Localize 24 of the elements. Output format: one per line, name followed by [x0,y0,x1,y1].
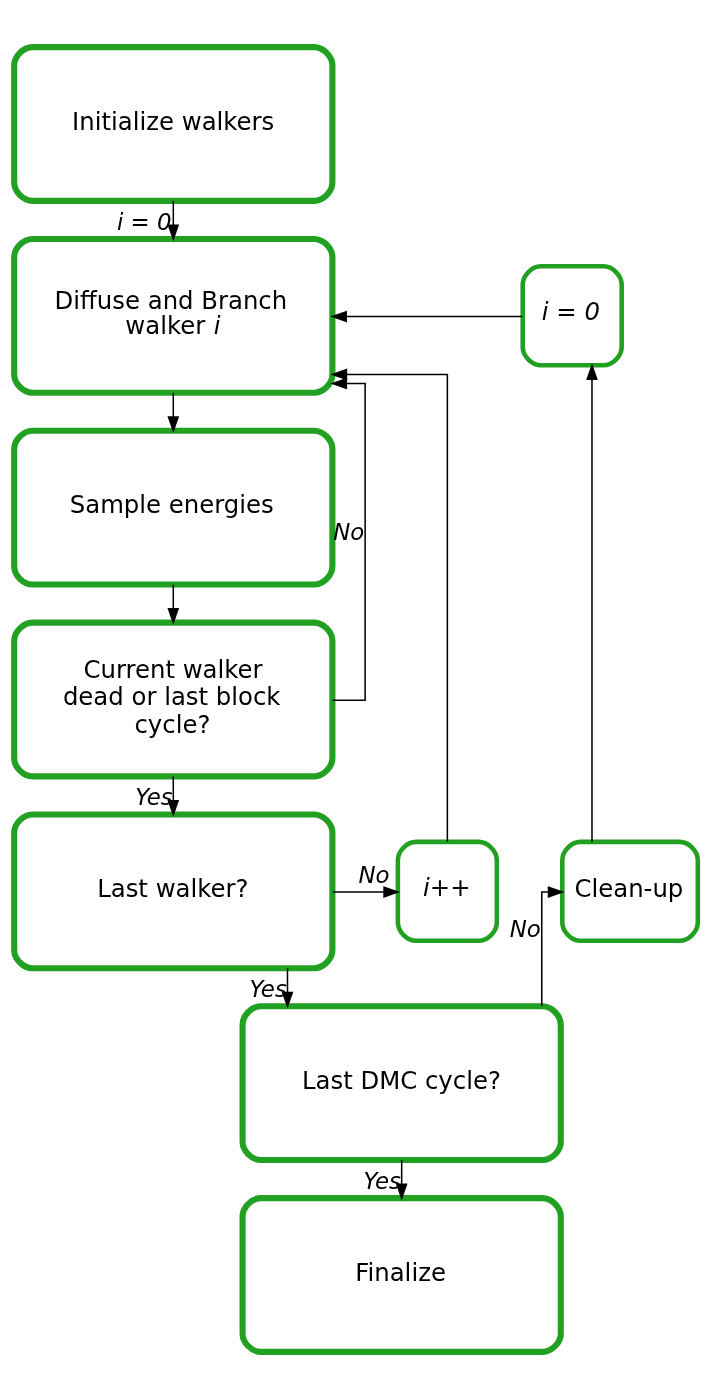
node-box: Finalize [239,1195,564,1355]
arrow [330,310,524,323]
node-box: Clean-up [560,839,701,944]
arrow [167,200,180,242]
node-box: Current walker dead or last block cycle? [11,619,336,780]
node-box: Last walker? [11,811,336,972]
edge-label: Yes [363,1167,401,1194]
arrow [330,377,366,701]
arrow [541,886,565,1007]
node-box: i = 0 [520,264,624,368]
node-box: Last DMC cycle? [239,1003,564,1164]
edge-label: Yes [249,976,287,1003]
arrow [330,368,449,843]
arrow [331,886,401,898]
arrow [167,583,180,625]
arrow [167,392,180,434]
node-box: Diffuse and Branch walker i [11,235,336,396]
node-box: Initialize walkers [11,44,336,204]
edge-label: No [358,861,390,888]
node-box: i++ [395,839,500,944]
edge-label: No [509,915,541,942]
arrow [586,363,598,843]
edge-label: i = 0 [116,208,172,235]
edge-label: Yes [135,784,173,811]
